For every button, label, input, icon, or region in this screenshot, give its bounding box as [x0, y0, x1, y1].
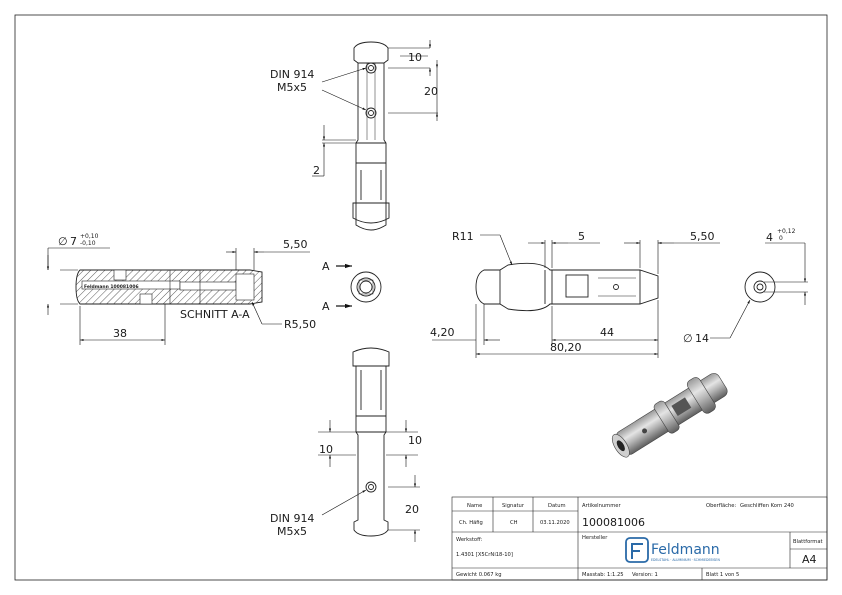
tb-datum-label: Datum: [548, 503, 566, 509]
logo-wordmark: Feldmann: [651, 542, 720, 558]
end-view: [744, 271, 776, 303]
callout-top-din: DIN 914: [270, 68, 314, 81]
section-view: [75, 269, 263, 305]
top-view-dimensions: [312, 40, 439, 177]
dim-end-tol-lower: 0: [779, 235, 783, 242]
dim-end-dia: 14: [695, 332, 709, 345]
title-block: [451, 496, 828, 581]
section-title: SCHNITT A-A: [180, 308, 250, 321]
section-arrow-top-label: A: [322, 260, 330, 273]
dim-section-r550: R5,50: [284, 318, 316, 331]
dim-section-dia-symbol: ∅: [58, 235, 68, 248]
side-view-dimensions: [432, 234, 720, 358]
bottom-view-dimensions: [318, 420, 420, 542]
dim-side-8020: 80,20: [550, 341, 582, 354]
section-dimensions: [46, 247, 310, 345]
tb-version: Version: 1: [632, 572, 658, 578]
dim-bottom-10-left: 10: [319, 443, 333, 456]
end-view-dimensions: [710, 242, 808, 339]
section-engraving: Feldmann 100081006: [84, 284, 139, 290]
dim-section-tol-upper: +0,10: [80, 233, 99, 240]
logo-tagline: EDELSTAHL · ALUMINIUM · SCHMIEDEEISEN: [651, 558, 720, 562]
callout-bottom-thread: M5x5: [277, 525, 307, 538]
tb-name-value: Ch. Häfig: [459, 520, 483, 526]
dim-end-dia-symbol: ∅: [683, 332, 693, 345]
sheet-border: [14, 14, 828, 581]
dim-side-550: 5,50: [690, 230, 715, 243]
callout-top-thread: M5x5: [277, 81, 307, 94]
dim-side-420: 4,20: [430, 326, 455, 339]
isometric-render: [611, 373, 728, 458]
tb-oberflaeche-value: Geschliffen Korn 240: [740, 503, 794, 509]
section-arrow-bottom-label: A: [322, 300, 330, 313]
dim-top-2: 2: [313, 164, 320, 177]
dim-bottom-20: 20: [405, 503, 419, 516]
tb-signatur-label: Signatur: [502, 503, 525, 509]
tb-werkstoff-label: Werkstoff:: [456, 537, 483, 543]
dim-section-38: 38: [113, 327, 127, 340]
dim-side-44: 44: [600, 326, 614, 339]
tb-artikelnummer-value: 100081006: [582, 516, 645, 529]
callout-bottom-din: DIN 914: [270, 512, 314, 525]
tb-hersteller-label: Hersteller: [582, 535, 608, 541]
tb-gewicht: Gewicht 0.067 kg: [456, 572, 502, 578]
dim-top-20: 20: [424, 85, 438, 98]
dim-side-r11: R11: [452, 230, 474, 243]
tb-blattformat-value: A4: [802, 553, 817, 566]
dim-end-4: 4: [766, 231, 773, 244]
dim-side-5: 5: [578, 230, 585, 243]
top-view: [352, 41, 390, 231]
feldmann-logo: Feldmann EDELSTAHL · ALUMINIUM · SCHMIED…: [625, 537, 720, 563]
side-view: [475, 262, 659, 312]
tb-massstab: Masstab: 1:1.25: [582, 572, 624, 578]
tb-werkstoff-value: 1.4301 [X5CrNi18-10]: [456, 552, 513, 558]
tb-blattformat-label: Blattformat: [793, 539, 823, 545]
dim-section-dia: 7: [70, 235, 77, 248]
dim-section-tol-lower: -0,10: [80, 240, 96, 247]
bottom-view: [352, 347, 390, 537]
section-end-view: [336, 263, 382, 309]
tb-signatur-value: CH: [510, 520, 518, 526]
dim-bottom-10-right: 10: [408, 434, 422, 447]
tb-name-label: Name: [467, 503, 482, 509]
dim-section-550: 5,50: [283, 238, 308, 251]
tb-datum-value: 03.11.2020: [540, 520, 570, 526]
tb-artikelnummer-label: Artikelnummer: [582, 503, 621, 509]
dim-end-tol-upper: +0,12: [777, 228, 796, 235]
tb-blatt: Blatt 1 von 5: [706, 572, 739, 578]
tb-oberflaeche-label: Oberfläche:: [706, 503, 736, 509]
dim-top-10: 10: [408, 51, 422, 64]
